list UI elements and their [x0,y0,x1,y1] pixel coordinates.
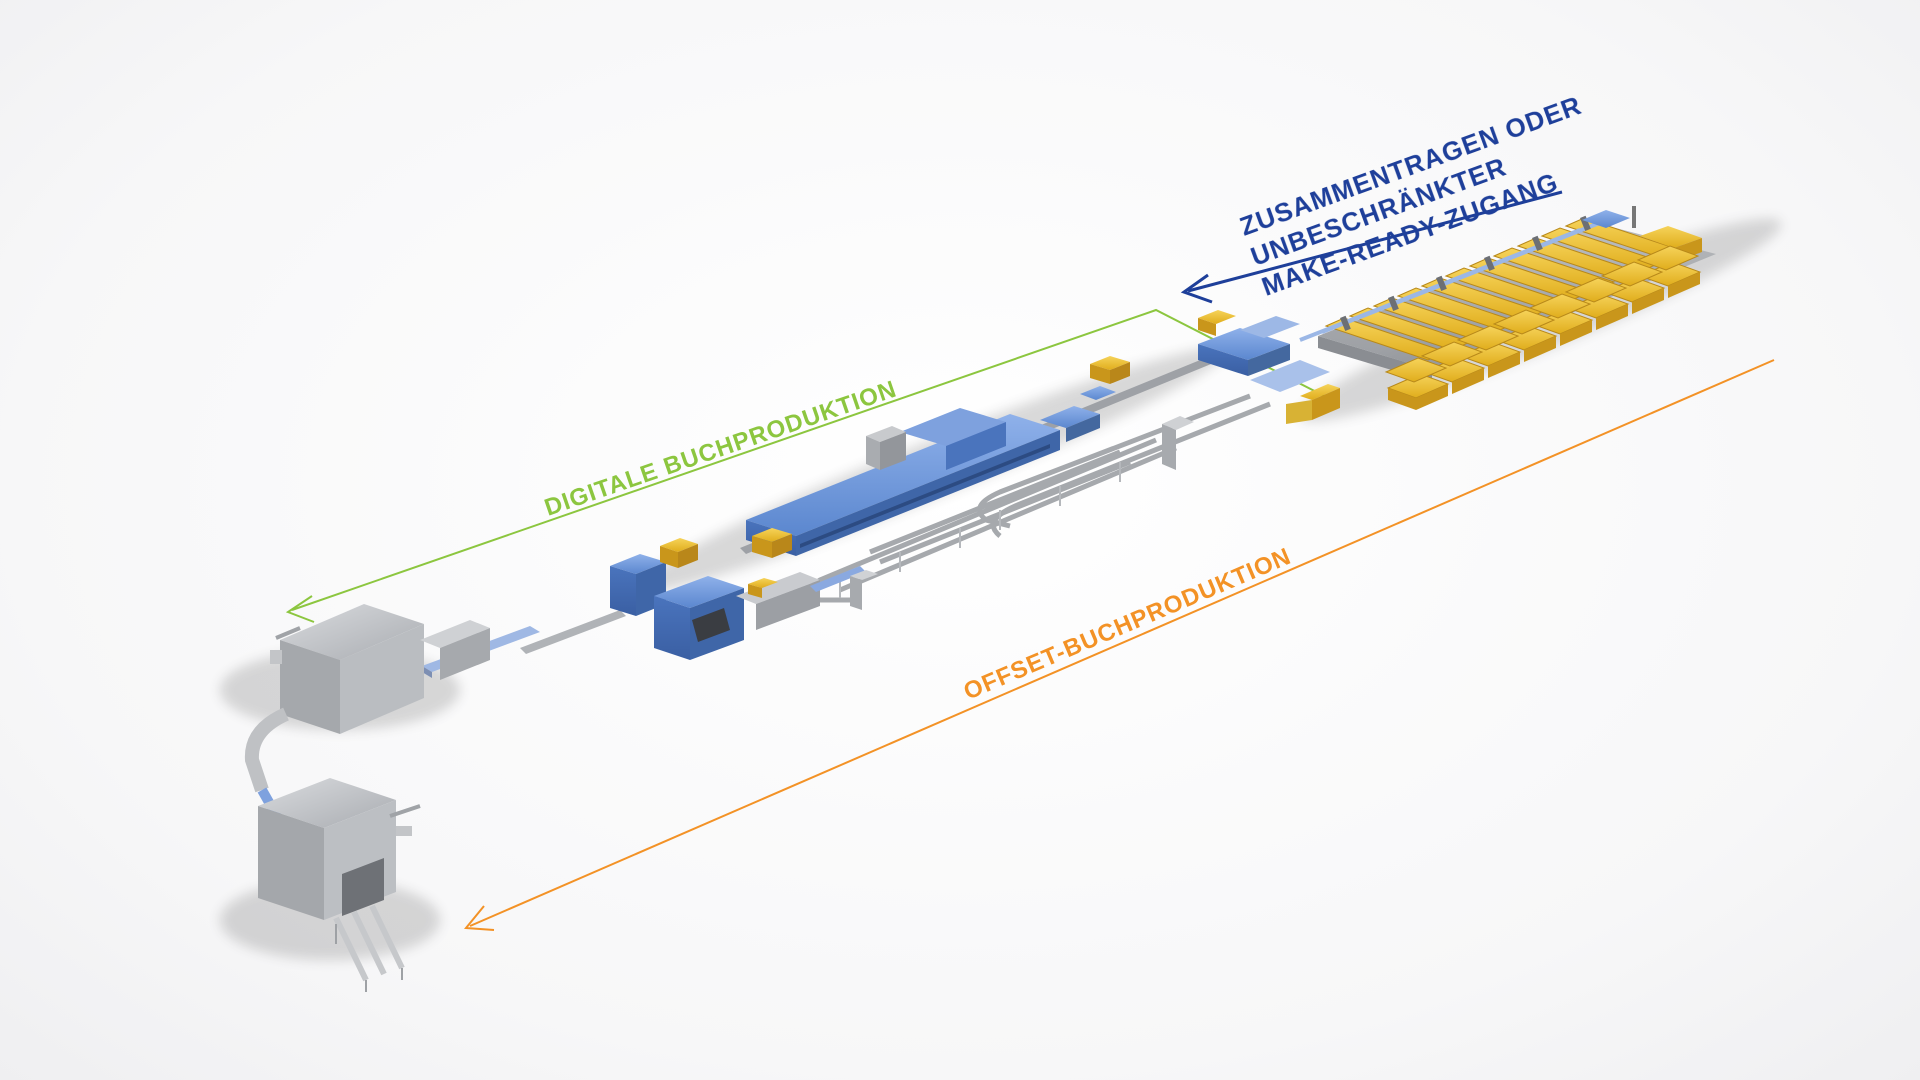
pallet-row [1384,245,1702,410]
collating-arrow [1180,190,1563,304]
trimmer-module [520,538,878,660]
packaging-unit [258,778,421,992]
offset-label: OFFSET-BUCHPRODUKTION [960,543,1295,706]
offset-arrow [464,359,1775,931]
binding-line [740,310,1340,603]
stacker-unit [244,604,540,853]
